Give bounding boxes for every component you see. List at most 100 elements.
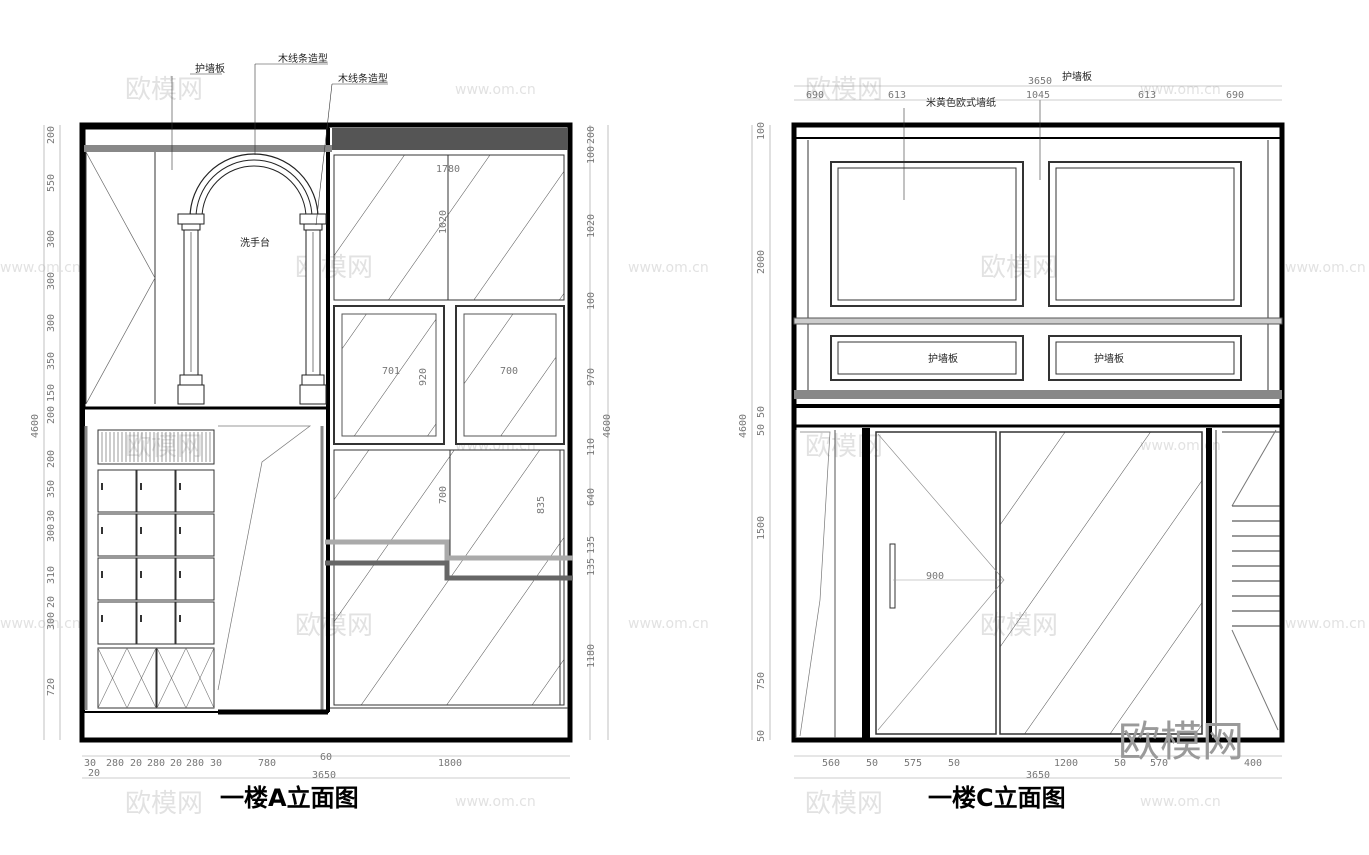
watermark-site: www.om.cn — [0, 616, 81, 632]
svg-text:20: 20 — [170, 758, 182, 769]
dims-right-a: 200 100 1020 100 970 110 640 135 135 118… — [586, 125, 613, 740]
dims-bottom-c: 560 50 575 50 1200 50 570 400 3650 — [794, 755, 1282, 781]
svg-text:280: 280 — [106, 758, 124, 769]
arch-columns — [177, 153, 327, 405]
svg-text:4600: 4600 — [738, 414, 749, 438]
svg-text:1200: 1200 — [1054, 758, 1078, 769]
svg-text:300: 300 — [46, 524, 57, 542]
watermark-brand: 欧模网 — [980, 253, 1058, 283]
watermark-site: www.om.cn — [455, 82, 536, 98]
svg-text:300: 300 — [46, 272, 57, 290]
svg-text:20: 20 — [88, 768, 100, 779]
watermark-site: www.om.cn — [455, 794, 536, 810]
dim-inner: 1020 — [438, 210, 449, 234]
chair-rail — [793, 317, 1283, 325]
dim-inner: 701 — [382, 366, 400, 377]
svg-text:50: 50 — [1114, 758, 1126, 769]
svg-text:30: 30 — [210, 758, 222, 769]
dim-inner: 700 — [438, 486, 449, 504]
svg-text:1045: 1045 — [1026, 90, 1050, 101]
svg-text:50: 50 — [866, 758, 878, 769]
svg-text:50: 50 — [756, 406, 767, 418]
ceiling-band — [332, 128, 568, 150]
dims-bottom-a: 30 280 20 280 20 280 30 780 60 1800 20 3… — [82, 752, 570, 781]
dim-inner: 900 — [926, 571, 944, 582]
dim-inner: 700 — [500, 366, 518, 377]
svg-text:60: 60 — [320, 752, 332, 763]
svg-text:50: 50 — [756, 730, 767, 742]
svg-text:150: 150 — [46, 384, 57, 402]
watermark-site: www.om.cn — [628, 260, 709, 276]
door-swing — [217, 425, 312, 691]
svg-text:300: 300 — [46, 230, 57, 248]
svg-text:135: 135 — [586, 558, 597, 576]
watermark-brand: 欧模网 — [125, 789, 203, 819]
svg-text:550: 550 — [46, 174, 57, 192]
svg-text:613: 613 — [1138, 90, 1156, 101]
vent-slats — [101, 432, 211, 462]
svg-text:110: 110 — [586, 438, 597, 456]
svg-text:1500: 1500 — [756, 516, 767, 540]
svg-text:200: 200 — [46, 450, 57, 468]
vent-grille — [97, 429, 215, 465]
title-elevation-a: 一楼A立面图 — [220, 784, 359, 812]
svg-text:720: 720 — [46, 678, 57, 696]
svg-text:4600: 4600 — [30, 414, 41, 438]
watermark-brand: 欧模网 — [805, 432, 883, 462]
dims-left-c: 100 2000 50 50 1500 750 50 4600 — [738, 122, 771, 742]
watermark-site: www.om.cn — [1285, 616, 1366, 632]
svg-text:2000: 2000 — [756, 250, 767, 274]
door-leaf — [875, 431, 997, 735]
svg-text:350: 350 — [46, 352, 57, 370]
svg-text:20: 20 — [130, 758, 142, 769]
watermark-brand: 欧模网 — [805, 789, 883, 819]
svg-text:30: 30 — [46, 510, 57, 522]
wallpaper-frame-right — [1048, 161, 1242, 307]
cabinet-frame — [83, 407, 329, 713]
label-panel-1: 护墙板 — [928, 352, 958, 365]
svg-text:20: 20 — [46, 596, 57, 608]
glass-partition — [999, 431, 1203, 735]
alcove-door — [85, 151, 156, 405]
svg-text:613: 613 — [888, 90, 906, 101]
dims-left-a: 200 550 300 300 300 350 150 200 200 350 … — [30, 125, 61, 740]
svg-text:750: 750 — [756, 672, 767, 690]
handrail-lower — [325, 560, 573, 581]
dims-top-c: 3650 690 613 1045 613 690 — [794, 76, 1282, 101]
svg-text:100: 100 — [586, 292, 597, 310]
dim-inner: 920 — [418, 368, 429, 386]
glass-panel-upper — [333, 154, 565, 301]
label-wood-line-1: 木线条造型 — [278, 52, 328, 65]
svg-text:50: 50 — [948, 758, 960, 769]
svg-text:200: 200 — [46, 126, 57, 144]
title-elevation-c: 一楼C立面图 — [928, 784, 1066, 812]
svg-text:50: 50 — [756, 424, 767, 436]
alcove-frame — [82, 126, 330, 410]
svg-text:640: 640 — [586, 488, 597, 506]
svg-text:100: 100 — [586, 146, 597, 164]
svg-text:1800: 1800 — [438, 758, 462, 769]
svg-text:3650: 3650 — [1028, 76, 1052, 87]
lower-doors-x — [97, 647, 215, 709]
label-wood-line-2: 木线条造型 — [338, 72, 388, 85]
svg-text:780: 780 — [258, 758, 276, 769]
watermark-site: www.om.cn — [1140, 794, 1221, 810]
dim-inner: 1780 — [436, 164, 460, 175]
door-jamb — [862, 428, 870, 740]
elevation-c: 护墙板 护墙板 900 护墙板 米黄色 — [738, 70, 1285, 812]
label-wall-panel-top: 护墙板 — [1062, 70, 1092, 83]
svg-text:970: 970 — [586, 368, 597, 386]
svg-text:690: 690 — [806, 90, 824, 101]
svg-text:280: 280 — [186, 758, 204, 769]
svg-text:1020: 1020 — [586, 214, 597, 238]
handrail-upper — [325, 539, 573, 561]
svg-text:30: 30 — [84, 758, 96, 769]
svg-text:575: 575 — [904, 758, 922, 769]
svg-text:300: 300 — [46, 314, 57, 332]
watermark-site: www.om.cn — [1285, 260, 1366, 276]
elevation-c-frame — [791, 122, 1285, 743]
svg-text:1180: 1180 — [586, 644, 597, 668]
svg-text:3650: 3650 — [1026, 770, 1050, 781]
svg-text:350: 350 — [46, 480, 57, 498]
watermark-site: www.om.cn — [0, 260, 81, 276]
